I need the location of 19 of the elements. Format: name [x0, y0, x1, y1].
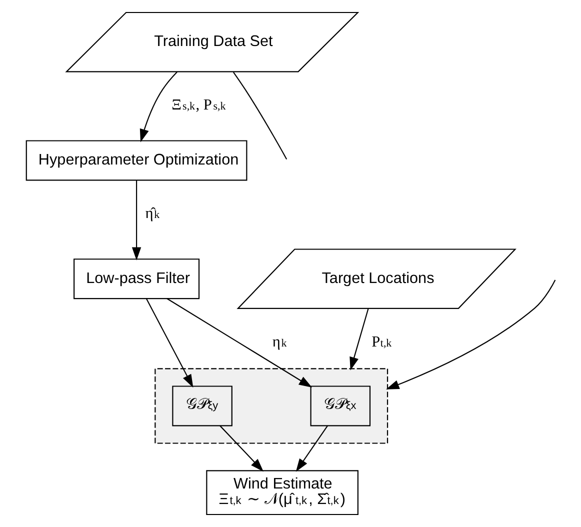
- arrow: [219, 425, 263, 472]
- arrow: [295, 426, 328, 472]
- node-box: Wind Estimate Ξt,k ∼ 𝒩(μ̂t,k, Σ̂t,k): [206, 470, 358, 516]
- node-box: 𝒢𝒫ξx: [310, 386, 370, 426]
- arrow: [349, 308, 368, 370]
- edge-label: η̂k: [144, 205, 160, 222]
- connector: [232, 72, 287, 160]
- arrow: [131, 180, 141, 260]
- cluster: [154, 368, 388, 444]
- edge-label: Ξs,k, Ps,k: [171, 96, 226, 114]
- arrow: [139, 72, 177, 142]
- arrow: [166, 298, 312, 388]
- arrow: [385, 280, 556, 390]
- edge-label: ηk: [272, 333, 286, 350]
- node-box: Low-pass Filter: [73, 258, 200, 300]
- node-box: Hyperparameter Optimization: [25, 140, 247, 181]
- node-box: 𝒢𝒫ξy: [172, 386, 232, 426]
- arrow: [146, 298, 193, 388]
- edge-label: Pt,k: [371, 333, 392, 350]
